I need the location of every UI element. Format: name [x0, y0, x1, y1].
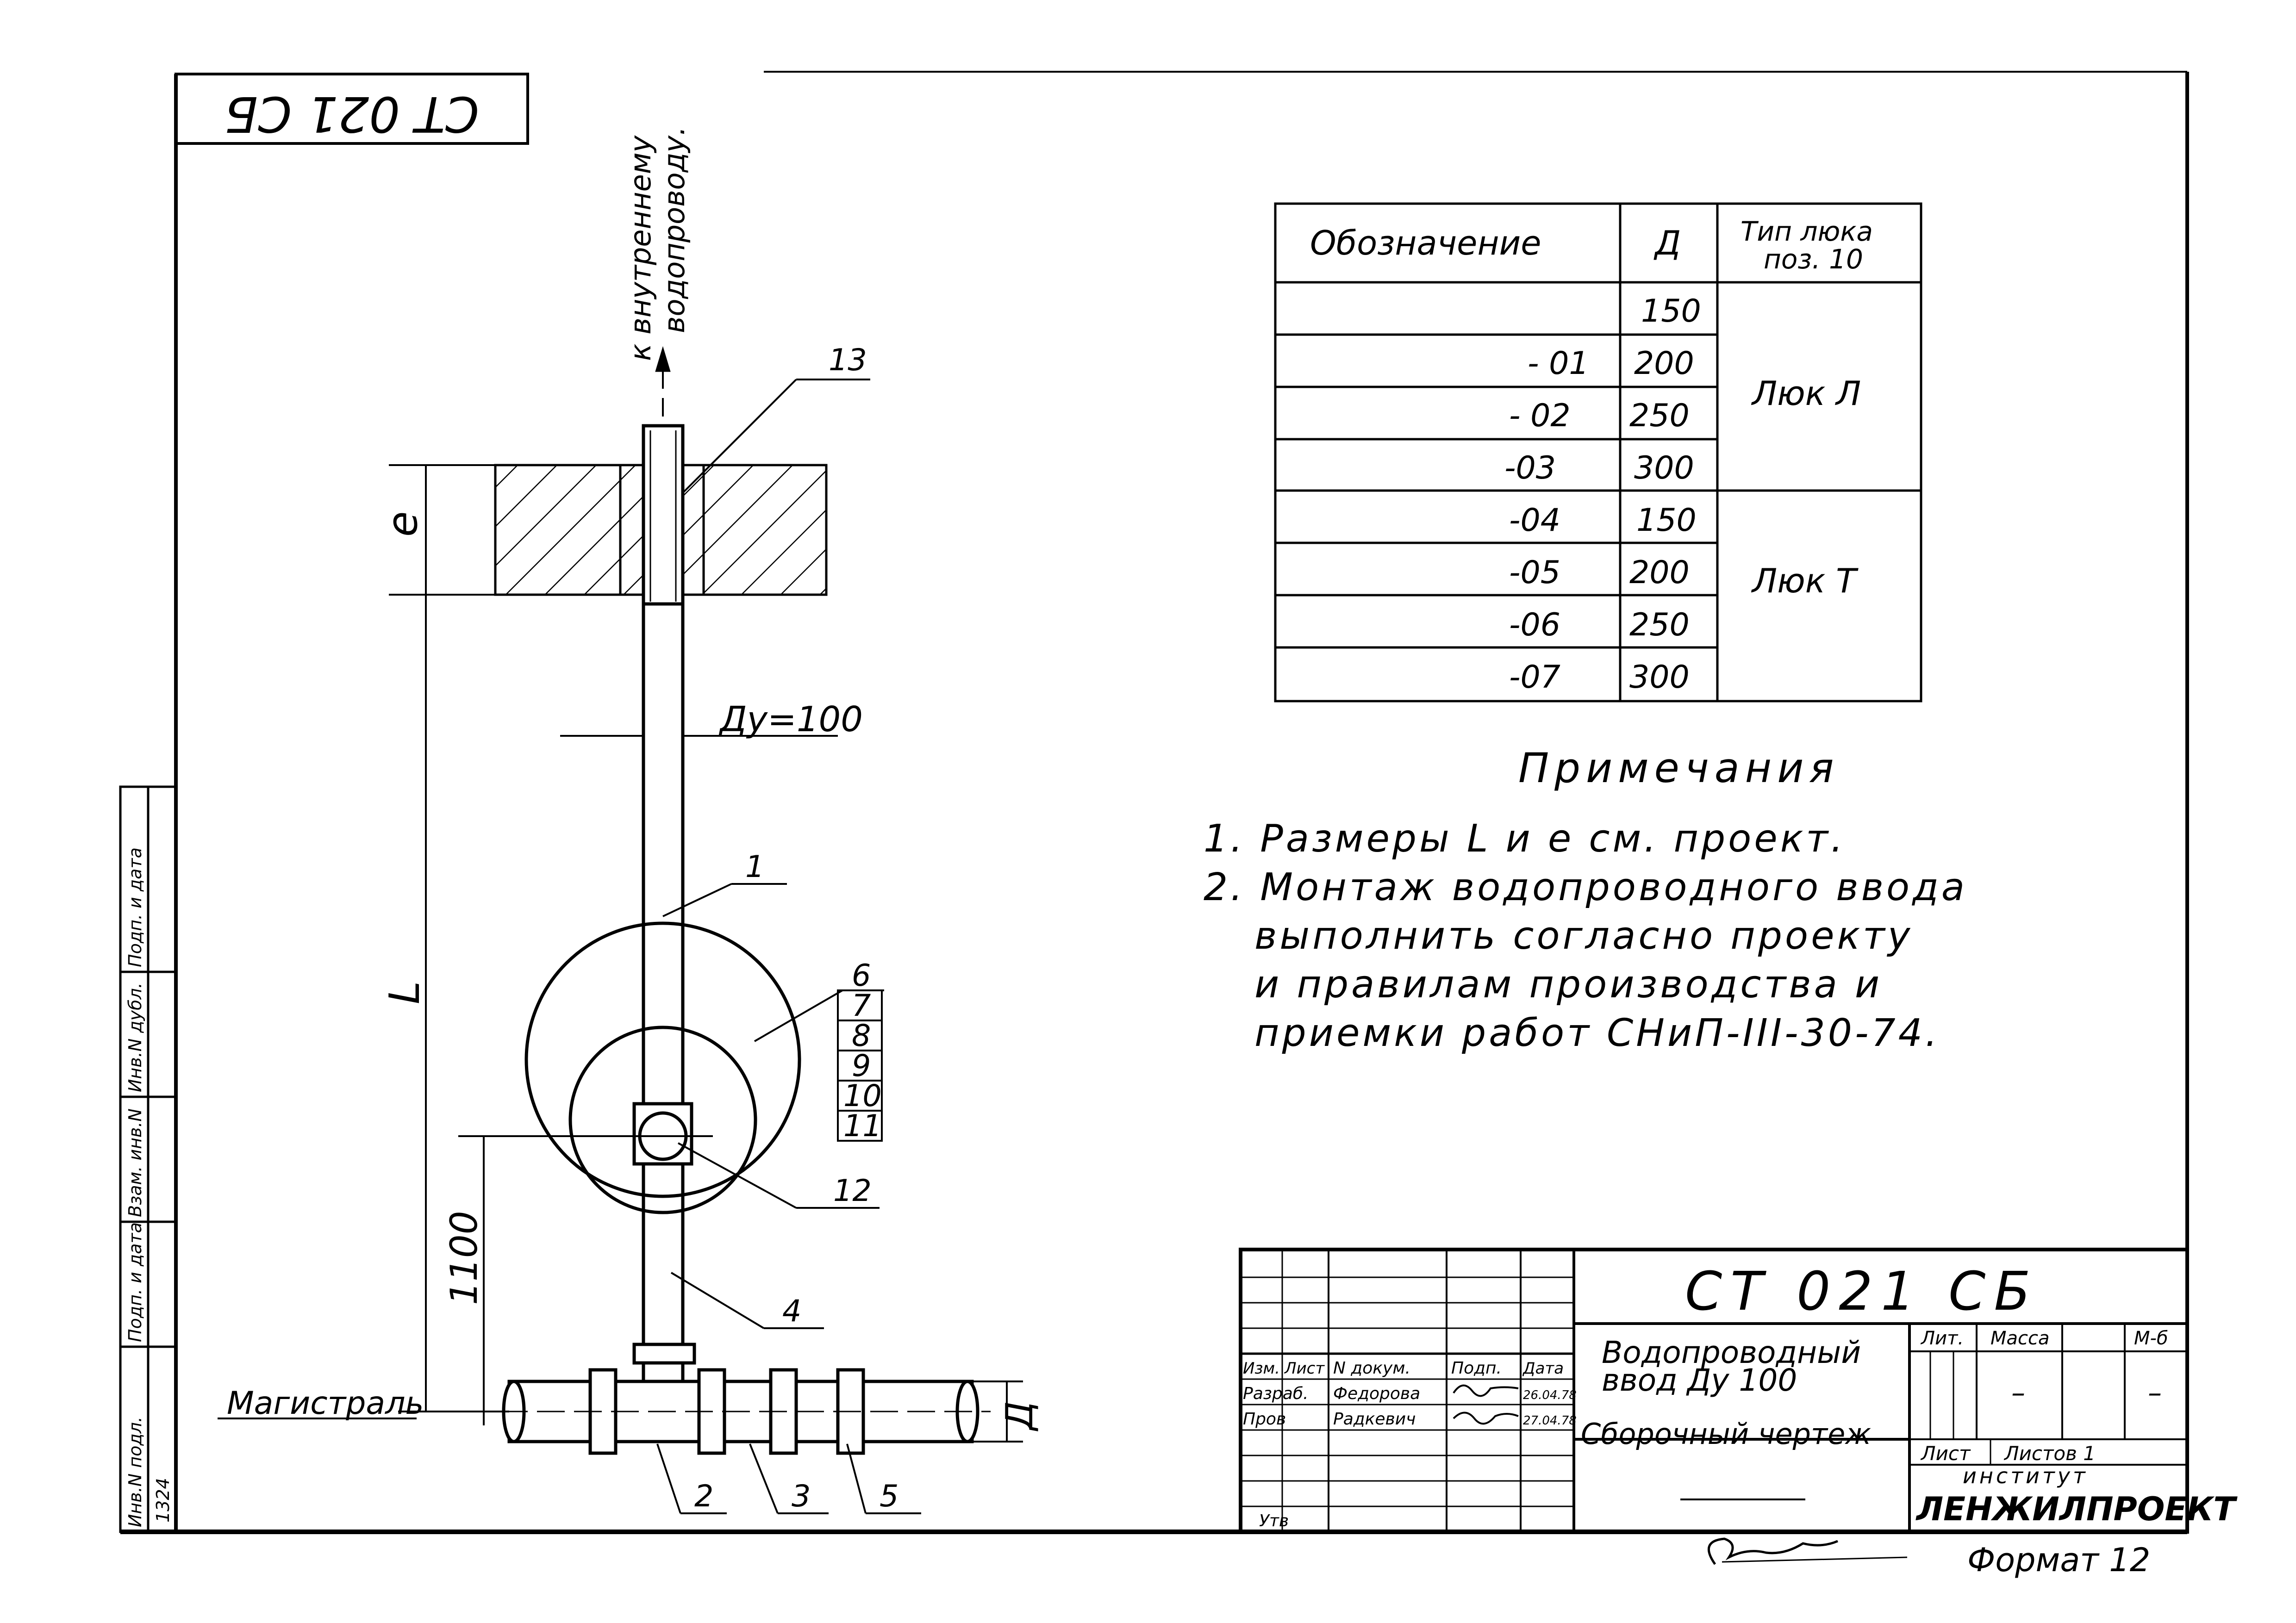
dim-d: Д: [998, 1401, 1041, 1432]
note-line-2: 2. Монтаж водопроводного ввода: [1204, 865, 1967, 909]
svg-text:водопроводу.: водопроводу.: [657, 126, 691, 333]
tb-mass-label: Масса: [1990, 1328, 2050, 1349]
signatures: [1453, 1384, 1908, 1565]
header-type-1: Тип люка: [1741, 216, 1873, 247]
svg-text:Инв.N дубл.: Инв.N дубл.: [125, 983, 145, 1092]
tb-role-check: Пров: [1243, 1410, 1286, 1429]
row-5-designation: -05: [1509, 554, 1560, 591]
callout-6: 6: [852, 958, 871, 993]
row-6-d: 250: [1629, 607, 1690, 643]
main-pipe: [463, 1343, 991, 1455]
tb-date-check: 27.04.78: [1523, 1414, 1577, 1428]
title-block-text: СТ 021 СБ Водопроводный ввод Ду 100 Сбор…: [1243, 1261, 2238, 1579]
dim-1100: 1100: [443, 1211, 486, 1305]
notes-title: Примечания: [1518, 744, 1839, 792]
stamp-code: СТ 021 СБ: [225, 86, 479, 142]
tb-role-dev: Разраб.: [1243, 1384, 1308, 1403]
callout-numbers: 13 1 6 7 8 9 10 11 12 4 2 3 5: [694, 343, 898, 1514]
callout-2: 2: [694, 1479, 713, 1514]
notes: Примечания 1. Размеры L и е см. проект. …: [1204, 744, 1967, 1055]
row-4-d: 150: [1636, 502, 1697, 539]
tb-col-doc: N докум.: [1333, 1359, 1410, 1378]
header-designation: Обозначение: [1310, 224, 1541, 262]
tb-format: Формат 12: [1967, 1541, 2150, 1579]
dimension-lines: [218, 464, 1023, 1443]
leader-lines: [656, 379, 921, 1514]
dim-e: е: [378, 511, 427, 537]
row-6-designation: -06: [1509, 607, 1560, 643]
row-3-d: 300: [1634, 450, 1694, 486]
row-1-d: 200: [1634, 345, 1694, 382]
callout-12: 12: [833, 1174, 872, 1208]
svg-text:к внутреннему: к внутреннему: [624, 135, 657, 361]
row-2-designation: - 02: [1509, 398, 1571, 434]
tb-mass-val: –: [2011, 1377, 2025, 1409]
callout-8: 8: [852, 1019, 871, 1053]
svg-text:Подп. и дата: Подп. и дата: [125, 1222, 145, 1342]
callout-7: 7: [852, 989, 871, 1023]
dim-L: L: [381, 981, 429, 1004]
row-3-designation: -03: [1504, 450, 1556, 486]
note-line-3: выполнить согласно проекту: [1254, 914, 1913, 958]
callout-1: 1: [745, 850, 764, 884]
tb-col-date: Дата: [1522, 1359, 1564, 1378]
tb-name-dev: Федорова: [1333, 1384, 1420, 1403]
tb-scale-val: –: [2148, 1377, 2162, 1409]
spec-table-text: Обозначение Д Тип люка поз. 10 150 - 01 …: [1310, 216, 1873, 696]
side-stamp-labels: Инв.N подл. Подп. и дата Взам. инв.N Инв…: [125, 847, 173, 1527]
manhole: [524, 921, 801, 1214]
hatch-type-t: Люк Т: [1751, 561, 1859, 600]
tb-institute-label: институт: [1963, 1463, 2088, 1488]
row-7-d: 300: [1629, 659, 1690, 696]
tb-code: СТ 021 СБ: [1685, 1261, 2039, 1323]
callout-9: 9: [852, 1049, 871, 1083]
tb-name-1: Водопроводный: [1602, 1335, 1861, 1370]
tb-sheet-label: Лист: [1920, 1442, 1971, 1465]
tb-scale-label: М-б: [2134, 1328, 2168, 1349]
spec-table: [1274, 202, 1922, 703]
header-d: Д: [1653, 224, 1681, 262]
tb-col-list: Лист: [1284, 1359, 1325, 1378]
callout-13: 13: [829, 343, 867, 378]
callout-4: 4: [782, 1294, 801, 1329]
title-block: [1239, 1248, 2189, 1534]
callout-11: 11: [843, 1109, 882, 1144]
callout-5: 5: [880, 1479, 898, 1514]
note-line-5: приемки работ СНиП-III-30-74.: [1254, 1011, 1940, 1055]
svg-text:Взам. инв.N: Взам. инв.N: [125, 1108, 145, 1217]
callout-10: 10: [843, 1079, 882, 1113]
dim-du: Ду=100: [718, 699, 863, 740]
tb-role-appr: Утв: [1259, 1511, 1289, 1530]
note-line-1: 1. Размеры L и е см. проект.: [1204, 817, 1846, 861]
svg-text:Инв.N подл.: Инв.N подл.: [125, 1417, 145, 1527]
tb-sheets-label: Листов 1: [2003, 1442, 2096, 1465]
vertical-pipe: [642, 346, 685, 1344]
callout-3: 3: [792, 1479, 811, 1514]
tb-name-check: Радкевич: [1333, 1410, 1416, 1429]
side-stamp: [119, 785, 177, 1533]
hatch-type-l: Люк Л: [1751, 374, 1861, 413]
tb-lit-label: Лит.: [1920, 1328, 1964, 1349]
row-1-designation: - 01: [1528, 345, 1589, 382]
tb-institute-name: ЛЕНЖИЛПРОЕКТ: [1915, 1490, 2238, 1528]
header-type-2: поз. 10: [1764, 243, 1863, 275]
tb-name-2: ввод Ду 100: [1602, 1362, 1797, 1398]
row-0-d: 150: [1641, 293, 1701, 330]
tb-date-dev: 26.04.78: [1523, 1388, 1577, 1402]
main-label: Магистраль: [227, 1385, 424, 1422]
tb-col-izm: Изм.: [1243, 1359, 1280, 1378]
row-2-d: 250: [1629, 398, 1690, 434]
direction-label: к внутреннему водопроводу.: [624, 126, 691, 361]
svg-text:1324: 1324: [153, 1478, 173, 1523]
tb-col-sign: Подп.: [1451, 1359, 1502, 1378]
note-line-4: и правилам производства и: [1254, 963, 1882, 1007]
tb-drawing-type: Сборочный чертеж: [1581, 1417, 1871, 1451]
svg-text:Подп. и дата: Подп. и дата: [125, 847, 145, 967]
row-5-d: 200: [1629, 554, 1690, 591]
row-7-designation: -07: [1509, 659, 1560, 696]
row-4-designation: -04: [1509, 502, 1560, 539]
